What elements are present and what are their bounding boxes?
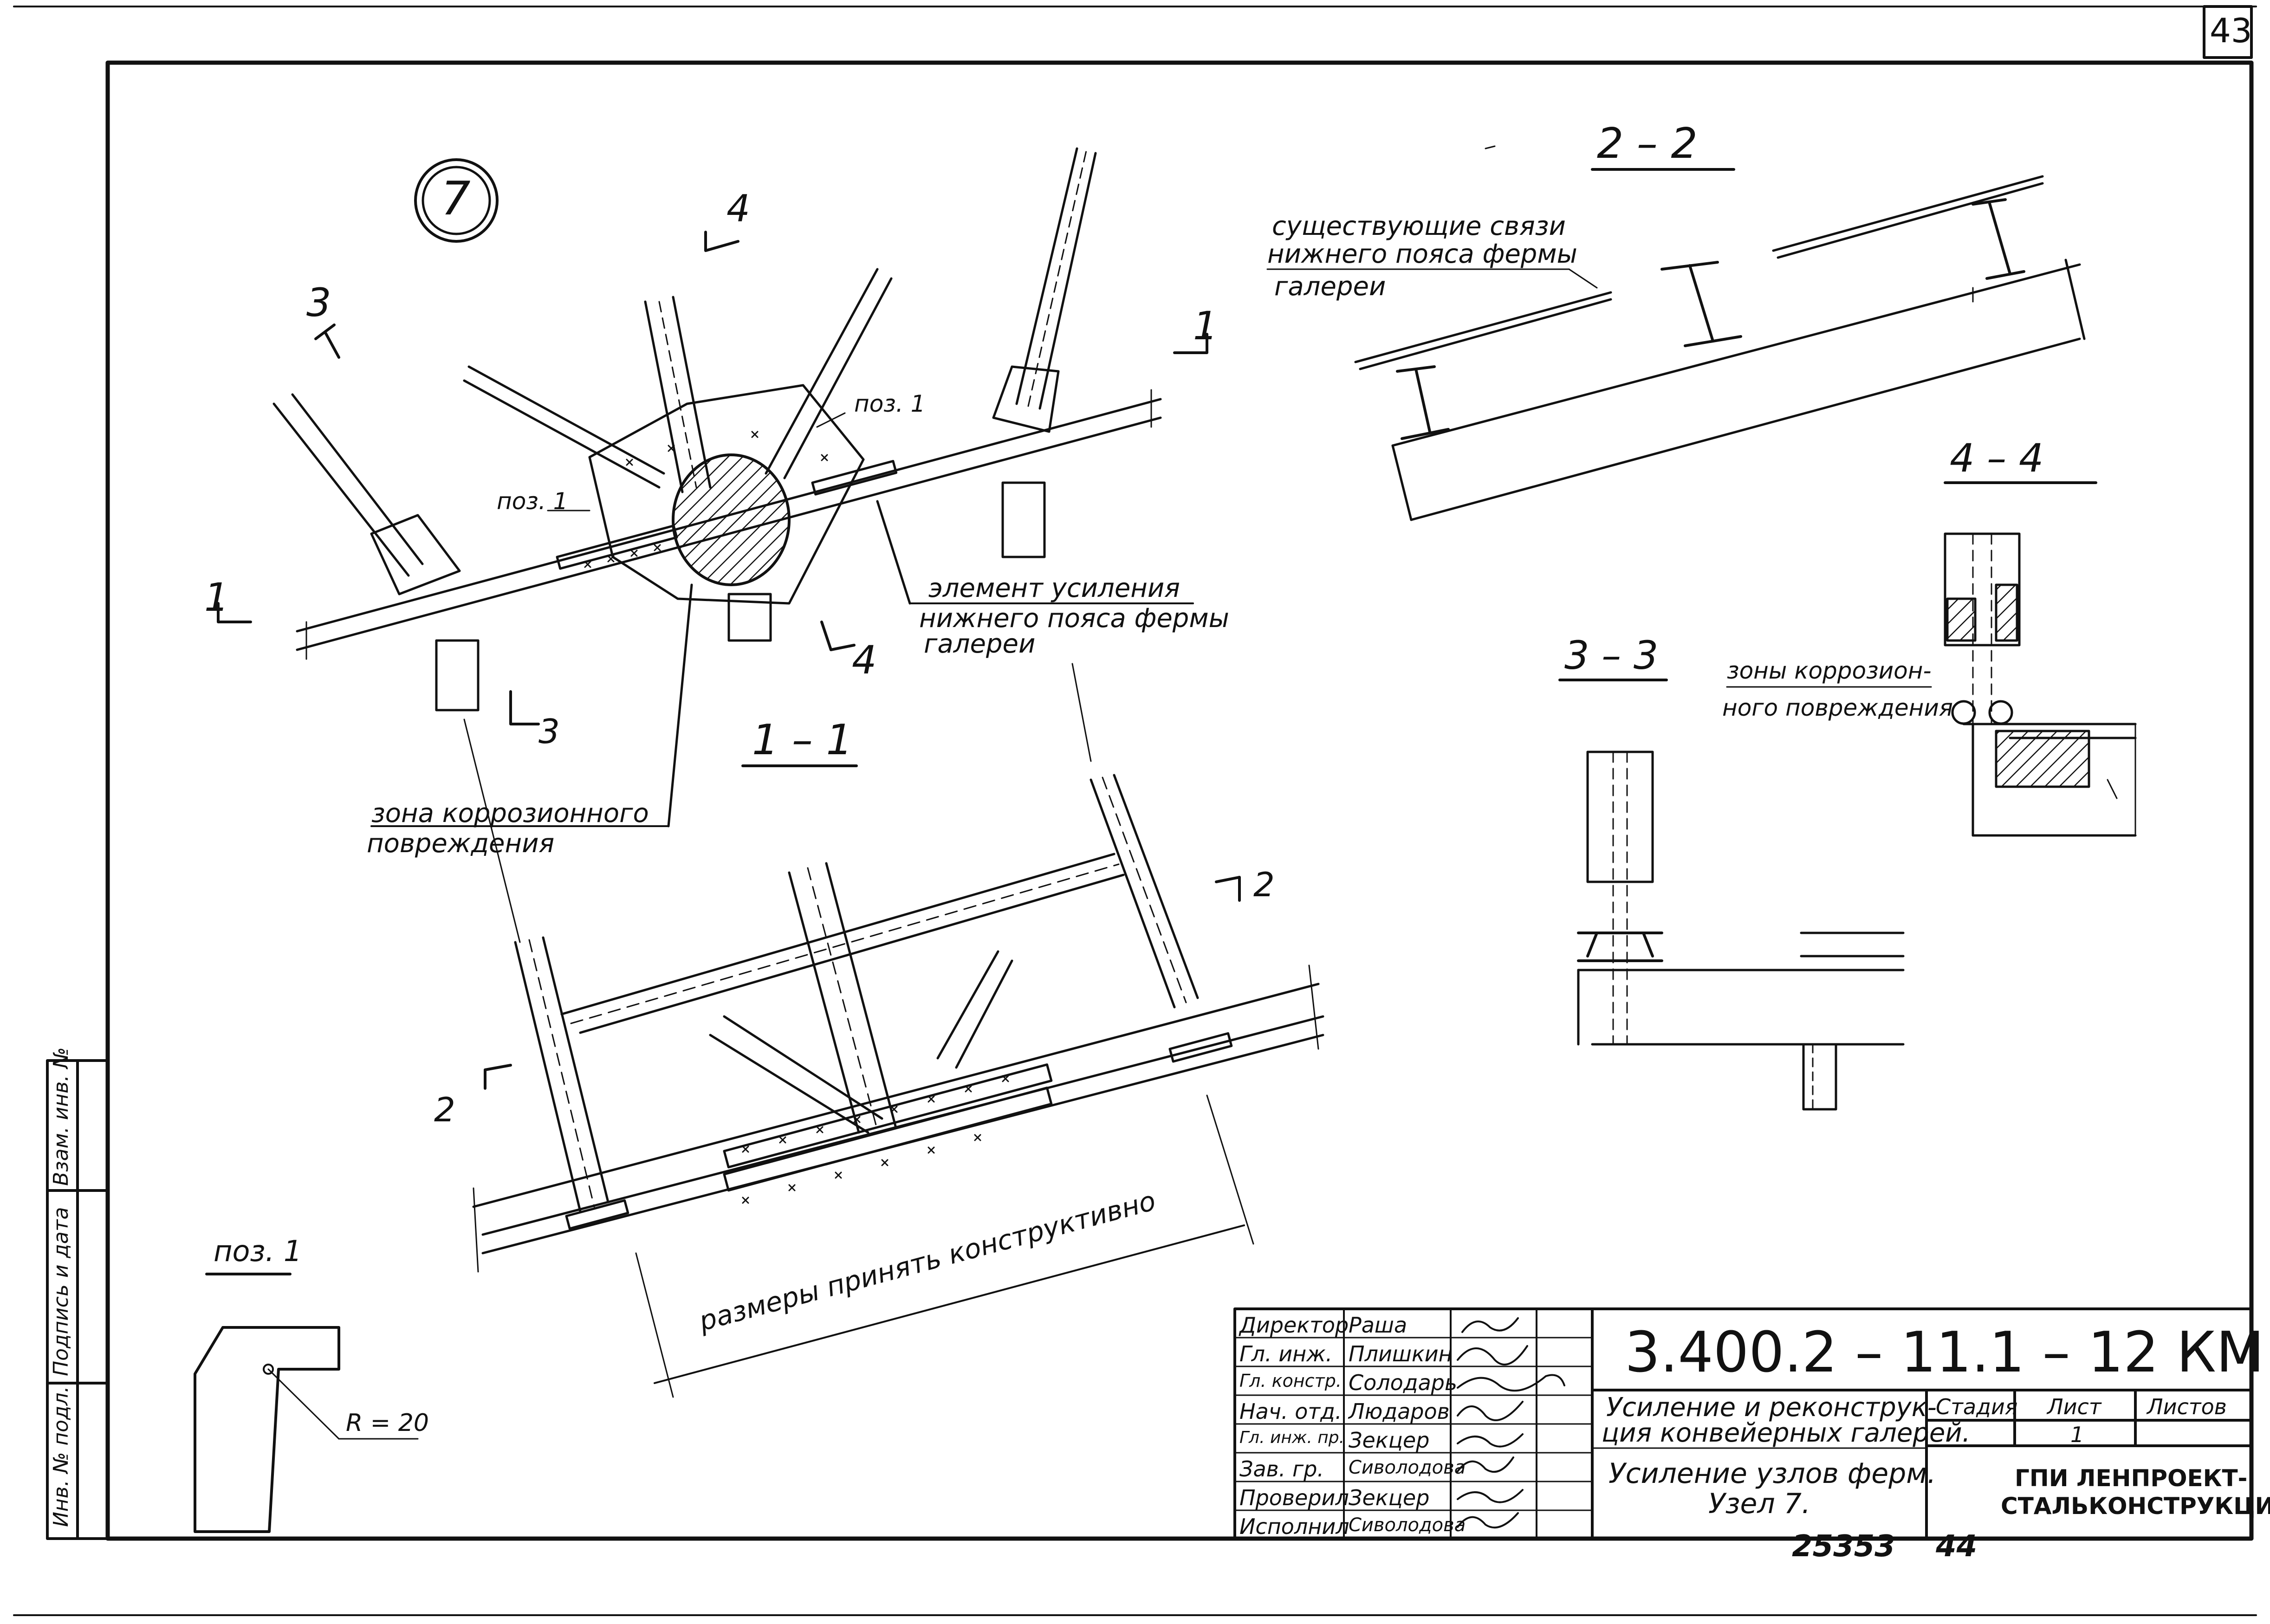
side-stamp-sign-date: Подпись и дата xyxy=(49,1207,73,1376)
role-chief-designer: Гл. констр. xyxy=(1239,1371,1342,1391)
role-dept-head: Нач. отд. xyxy=(1239,1399,1342,1424)
reinforcement-label-3: галереи xyxy=(924,629,1036,659)
section-title-2-2: 2 – 2 xyxy=(1597,119,1698,168)
existing-bracing-label-2: нижнего пояса фермы xyxy=(1267,239,1577,269)
project-title-2: ция конвейерных галерей. xyxy=(1602,1418,1971,1448)
corrosion-zones-label-2: ного повреждения xyxy=(1722,694,1953,721)
name-chief-project-engineer: Зекцер xyxy=(1349,1428,1430,1453)
sheet-title-1: Усиление узлов ферм. xyxy=(1608,1457,1936,1490)
section-title-3-3: 3 – 3 xyxy=(1564,633,1659,678)
side-stamp-inv-no: Инв. № подл. xyxy=(49,1386,73,1527)
role-chief-engineer: Гл. инж. xyxy=(1239,1341,1333,1366)
stage-header: Стадия xyxy=(1936,1394,2018,1419)
section-mark-2-right: 2 xyxy=(1253,865,1275,904)
name-chief-engineer: Плишкин xyxy=(1349,1341,1453,1366)
role-performed: Исполнил xyxy=(1239,1514,1349,1539)
name-director: Раша xyxy=(1349,1313,1407,1338)
section-mark-4-top: 4 xyxy=(726,187,750,230)
section-title-1-1: 1 – 1 xyxy=(752,716,853,764)
section-title-4-4: 4 – 4 xyxy=(1950,435,2044,481)
role-chief-project-engineer: Гл. инж. пр. xyxy=(1239,1428,1345,1447)
corrosion-zone-label-1: зона коррозионного xyxy=(371,798,649,828)
section-2-2-view xyxy=(1266,145,2086,521)
radius-label: R = 20 xyxy=(346,1409,429,1437)
section-3-3-view xyxy=(1558,679,1905,1111)
project-title-1: Усиление и реконструк- xyxy=(1606,1392,1937,1423)
section-mark-4-bottom: 4 xyxy=(852,637,877,683)
organization-line-2: СТАЛЬКОНСТРУКЦИЯ xyxy=(2001,1493,2270,1520)
corrosion-zones-label-1: зоны коррозион- xyxy=(1727,657,1932,684)
existing-bracing-label-1: существующие связи xyxy=(1272,211,1566,241)
node-number: 7 xyxy=(441,171,471,226)
role-director: Директор xyxy=(1239,1313,1349,1338)
organization-line-1: ГПИ ЛЕНПРОЕКТ- xyxy=(2015,1465,2248,1492)
section-mark-2-left: 2 xyxy=(434,1090,455,1129)
name-group-head: Сиволодова xyxy=(1349,1457,1466,1478)
node-circle-inner xyxy=(422,166,491,235)
archive-number: 25353 xyxy=(1792,1529,1895,1564)
name-performed: Сиволодова xyxy=(1349,1514,1466,1536)
name-checked: Зекцер xyxy=(1349,1485,1430,1510)
sheets-header: Листов xyxy=(2147,1394,2227,1419)
reinforcement-label-1: элемент усиления xyxy=(928,573,1180,603)
side-stamp-replaced-inv: Взам. инв. № xyxy=(49,1047,73,1186)
section-4-4-view xyxy=(1726,481,2137,837)
pos1-detail xyxy=(194,1273,419,1533)
role-checked: Проверил xyxy=(1239,1485,1349,1510)
name-chief-designer: Солодарь xyxy=(1349,1370,1458,1395)
sheet-number: 43 xyxy=(2210,11,2252,50)
pos1-label-plan-left: поз. 1 xyxy=(497,488,568,515)
corrosion-zone-label-2: повреждения xyxy=(367,828,555,859)
sheet-frame xyxy=(105,60,2254,1541)
existing-bracing-label-3: галереи xyxy=(1274,272,1386,302)
section-mark-1-left: 1 xyxy=(204,575,229,620)
section-mark-3-bottom: 3 xyxy=(538,712,560,751)
sheet-header: Лист xyxy=(2047,1394,2101,1419)
pos1-detail-title: поз. 1 xyxy=(214,1234,302,1268)
reinforcement-label-2: нижнего пояса фермы xyxy=(919,603,1229,634)
sheet-corner-box xyxy=(2203,5,2253,59)
pos1-label-plan-right: поз. 1 xyxy=(854,390,926,417)
sheet-no: 1 xyxy=(2070,1422,2084,1447)
section-mark-1-right: 1 xyxy=(1193,303,1218,349)
title-block-frame xyxy=(1233,1307,2253,1540)
side-stamp-frame xyxy=(46,1059,109,1540)
plan-view xyxy=(217,147,1208,828)
sheet-title-2: Узел 7. xyxy=(1708,1488,1811,1520)
node-circle-outer xyxy=(414,158,499,243)
document-designation: 3.400.2 – 11.1 – 12 КМ xyxy=(1625,1320,2264,1385)
section-mark-3-top: 3 xyxy=(306,280,331,325)
copy-number: 44 xyxy=(1936,1529,1978,1564)
role-group-head: Зав. гр. xyxy=(1239,1456,1324,1482)
corrosion-zone-hatch xyxy=(672,453,791,586)
name-dept-head: Людаров xyxy=(1349,1399,1450,1424)
section-1-1-view xyxy=(463,663,1324,1398)
